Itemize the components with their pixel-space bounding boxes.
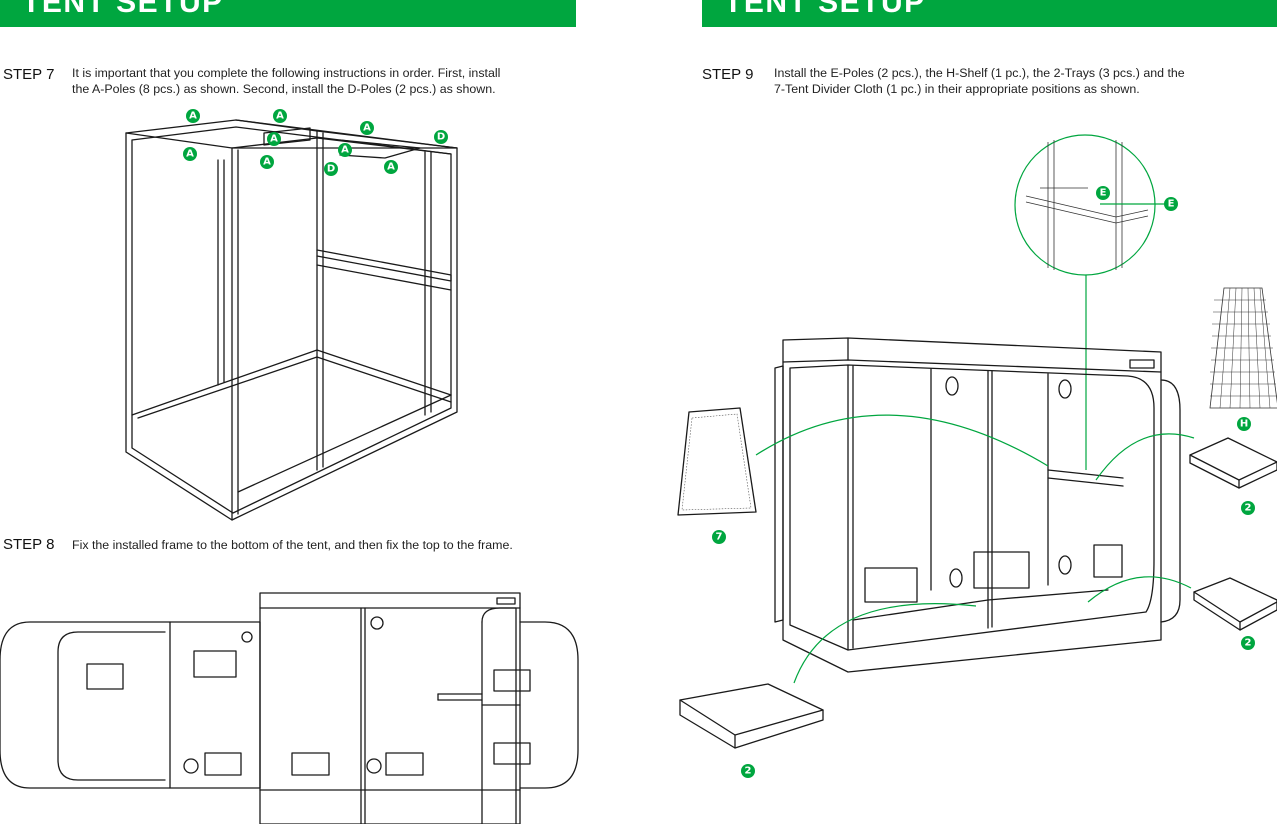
tent-body — [775, 338, 1180, 672]
tray-bottom-left: 2 — [680, 604, 976, 778]
callout-2: 2 — [1245, 638, 1252, 649]
step-9-label: STEP 9 — [702, 66, 753, 83]
right-page: TENT SETUP STEP 9 Install the E-Poles (2… — [638, 0, 1277, 824]
callout-7: 7 — [716, 532, 723, 543]
callout-2: 2 — [1245, 503, 1252, 514]
step-9-line-1: Install the E-Poles (2 pcs.), the H-Shel… — [774, 65, 1185, 81]
page-title: TENT SETUP — [724, 0, 926, 20]
unfolded-tent-illustration — [0, 592, 638, 824]
callout-d: D — [437, 132, 445, 143]
callout-a: A — [189, 111, 197, 122]
step-7-line-1: It is important that you complete the fo… — [72, 65, 500, 81]
left-page: TENT SETUP STEP 7 It is important that y… — [0, 0, 638, 824]
step-7-instructions: It is important that you complete the fo… — [72, 65, 500, 97]
shelf-net: H — [1210, 288, 1277, 431]
callout-2: 2 — [745, 766, 752, 777]
callout-e: E — [1168, 199, 1175, 210]
step-8-line-1: Fix the installed frame to the bottom of… — [72, 537, 513, 553]
tray-top-right: 2 — [1096, 434, 1277, 515]
header-bar: TENT SETUP — [0, 0, 576, 27]
header-bar: TENT SETUP — [702, 0, 1277, 27]
callout-a: A — [341, 145, 349, 156]
page-title: TENT SETUP — [22, 0, 224, 20]
frame-illustration: A A A D A A A A D A — [0, 100, 638, 520]
callout-a: A — [387, 162, 395, 173]
step-7-line-2: the A-Poles (8 pcs.) as shown. Second, i… — [72, 81, 500, 97]
callout-a: A — [263, 157, 271, 168]
step-7-label: STEP 7 — [3, 66, 54, 83]
step-9-instructions: Install the E-Poles (2 pcs.), the H-Shel… — [774, 65, 1185, 97]
callout-e: E — [1100, 188, 1107, 199]
accessory-install-illustration: E E — [638, 120, 1277, 820]
step-8-label: STEP 8 — [3, 536, 54, 553]
callout-a: A — [186, 149, 194, 160]
callout-a: A — [270, 134, 278, 145]
callout-a: A — [363, 123, 371, 134]
callout-d: D — [327, 164, 335, 175]
step-9-line-2: 7-Tent Divider Cloth (1 pc.) in their ap… — [774, 81, 1185, 97]
step-8-instructions: Fix the installed frame to the bottom of… — [72, 537, 513, 553]
callout-a: A — [276, 111, 284, 122]
callout-h: H — [1240, 419, 1248, 430]
tray-middle-right: 2 — [1088, 577, 1277, 650]
